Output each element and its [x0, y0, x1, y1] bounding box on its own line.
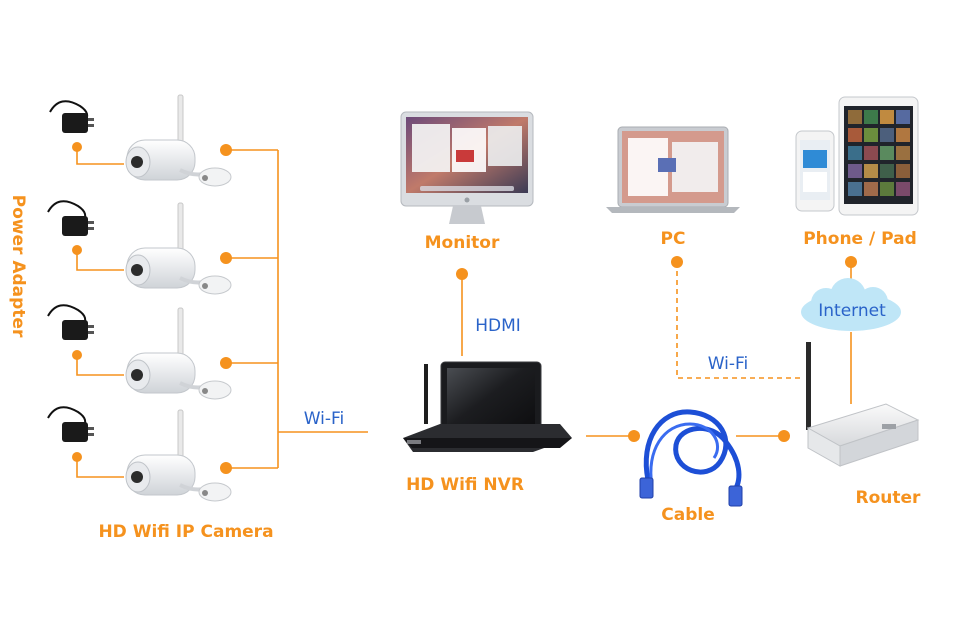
monitor-icon — [400, 111, 534, 224]
ethernet-cable-icon — [639, 409, 743, 507]
pc-wifi-link — [676, 262, 800, 379]
cable-label: Cable — [661, 505, 714, 525]
wifi-left-label: Wi-Fi — [304, 409, 345, 429]
power-adapter-label: Power Adapter — [8, 195, 28, 338]
ip-camera-icon — [125, 307, 232, 400]
hdmi-label: HDMI — [475, 316, 521, 336]
internet-label: Internet — [818, 301, 886, 321]
pc-label: PC — [661, 229, 686, 249]
router-label: Router — [856, 488, 922, 508]
tablet-icon — [838, 96, 919, 216]
power-adapter-icon — [47, 200, 94, 236]
power-adapter-icon — [47, 406, 94, 442]
ip-camera-icon — [125, 409, 232, 502]
camera-unit — [47, 304, 278, 400]
camera-unit — [47, 406, 278, 502]
power-adapter-icon — [47, 304, 94, 340]
ip-camera-icon — [125, 202, 232, 295]
cloud-icon — [801, 278, 901, 331]
phone-icon — [795, 130, 835, 212]
nvr-icon — [403, 361, 572, 452]
nvr-label: HD Wifi NVR — [406, 475, 524, 495]
camera-label: HD Wifi IP Camera — [98, 522, 273, 542]
ip-camera-icon — [125, 94, 232, 187]
wifi-right-label: Wi-Fi — [708, 354, 749, 374]
camera-unit — [49, 94, 278, 187]
camera-unit — [47, 200, 278, 295]
laptop-icon — [606, 126, 740, 213]
router-icon — [806, 342, 920, 467]
camera-group — [47, 94, 279, 502]
monitor-label: Monitor — [425, 233, 500, 253]
phone-pad-label: Phone / Pad — [803, 229, 917, 249]
power-adapter-icon — [49, 100, 94, 133]
